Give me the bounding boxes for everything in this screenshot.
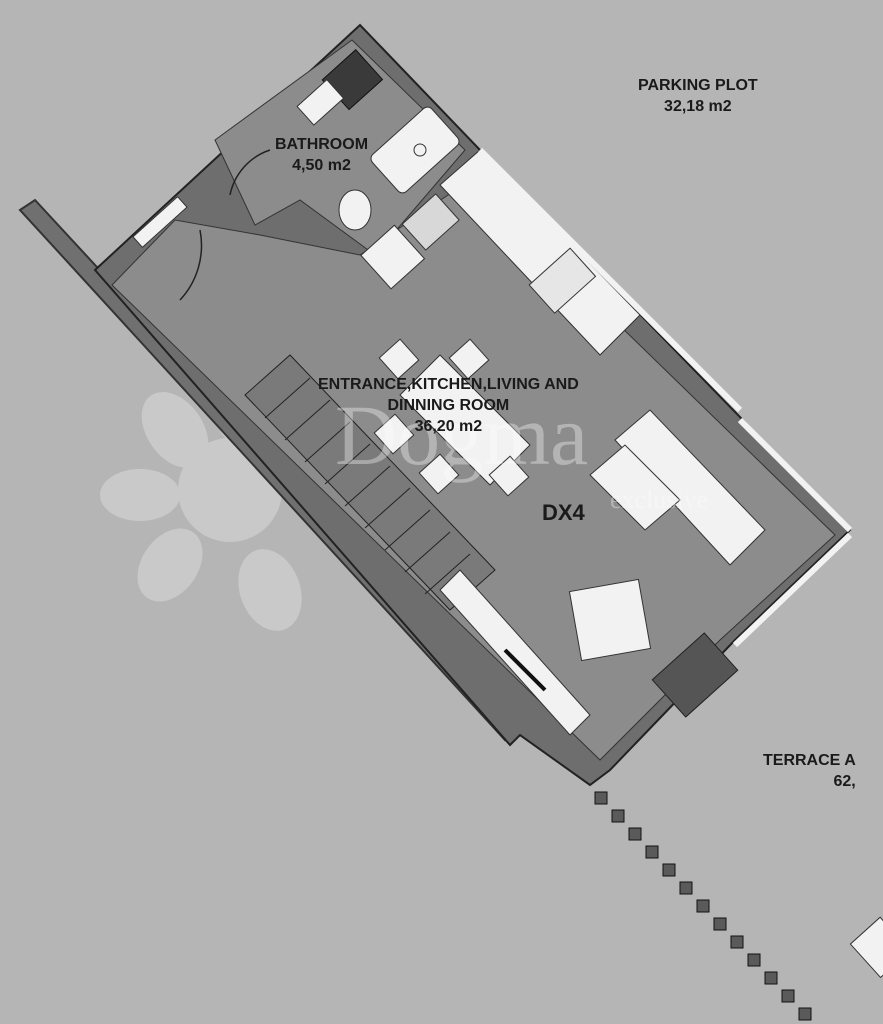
staircase	[244, 354, 496, 611]
bathroom-label: BATHROOM 4,50 m2	[275, 134, 368, 176]
parking-name: PARKING PLOT	[638, 77, 758, 94]
terrace-name: TERRACE A	[763, 752, 856, 769]
toilet	[338, 189, 372, 231]
tv-console	[439, 569, 591, 736]
tv-screen	[503, 648, 547, 692]
main-room-area: 36,20 m2	[414, 418, 483, 435]
kitchen-cooktop	[401, 193, 460, 251]
coffee-table	[568, 578, 652, 662]
bathroom-name: BATHROOM	[275, 136, 369, 153]
terrace-edge	[594, 791, 812, 1021]
window-bottom	[737, 417, 853, 533]
unit-code: DX4	[542, 500, 585, 525]
bathroom-sink	[370, 106, 460, 194]
terrace-furniture	[849, 916, 883, 979]
sofa	[589, 409, 766, 566]
bathroom-door-swing	[229, 149, 271, 196]
parking-area: 32,18 m2	[664, 98, 732, 115]
bathroom-area: 4,50 m2	[292, 157, 351, 174]
main-room-name-line2: DINNING ROOM	[387, 397, 510, 414]
kitchen-sink	[528, 247, 597, 314]
window-right	[477, 147, 743, 413]
watermark-tagline: exclusive	[610, 485, 709, 514]
dining-set	[373, 338, 531, 497]
main-room-label: ENTRANCE,KITCHEN,LIVING AND DINNING ROOM…	[318, 374, 579, 437]
window-terrace	[732, 532, 853, 648]
watermark-brand: Dogma	[335, 387, 589, 483]
terrace-area: 62,	[833, 773, 856, 790]
terrace-label: TERRACE A 62,	[763, 750, 856, 792]
entrance-door-swing	[179, 229, 203, 301]
fridge	[360, 224, 426, 290]
bathroom-cabinet	[296, 78, 345, 126]
entrance-door	[132, 196, 188, 248]
fireplace	[651, 632, 739, 718]
parking-label: PARKING PLOT 32,18 m2	[638, 75, 758, 117]
sink-drain-icon	[413, 143, 427, 157]
main-room-name-line1: ENTRANCE,KITCHEN,LIVING AND	[318, 376, 579, 393]
